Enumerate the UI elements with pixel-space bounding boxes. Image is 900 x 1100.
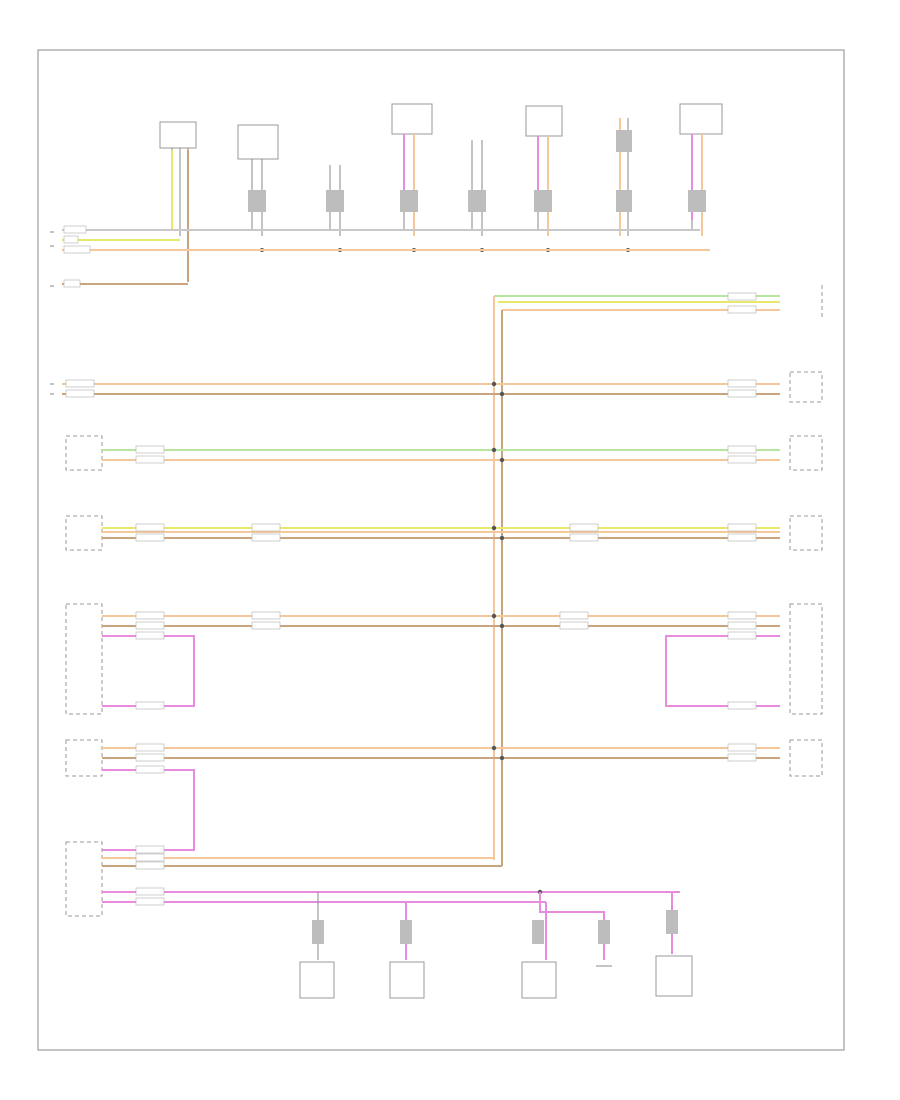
- driver-seat-module: [237, 124, 279, 160]
- upper-module-3: [391, 103, 433, 135]
- upper-bus: [62, 225, 710, 288]
- row-2: [65, 435, 823, 471]
- diagram-frame: [37, 49, 845, 1051]
- gateway-block: [65, 841, 680, 917]
- radio-module: [525, 105, 563, 137]
- left-markers: [50, 231, 54, 395]
- bottom-module-2: [389, 961, 425, 999]
- right-top-module: [494, 285, 823, 320]
- top-modules: [159, 103, 723, 282]
- row-1: [62, 371, 823, 403]
- row-3: [65, 515, 823, 551]
- row-4: [65, 603, 823, 715]
- bottom-drops: [299, 891, 693, 999]
- bottom-module-5: [655, 955, 693, 997]
- instrument-cluster-module: [159, 121, 197, 149]
- bottom-module-1: [299, 961, 335, 999]
- upper-module-6: [679, 103, 723, 135]
- bottom-module-3: [521, 961, 557, 999]
- row-5: [65, 739, 823, 851]
